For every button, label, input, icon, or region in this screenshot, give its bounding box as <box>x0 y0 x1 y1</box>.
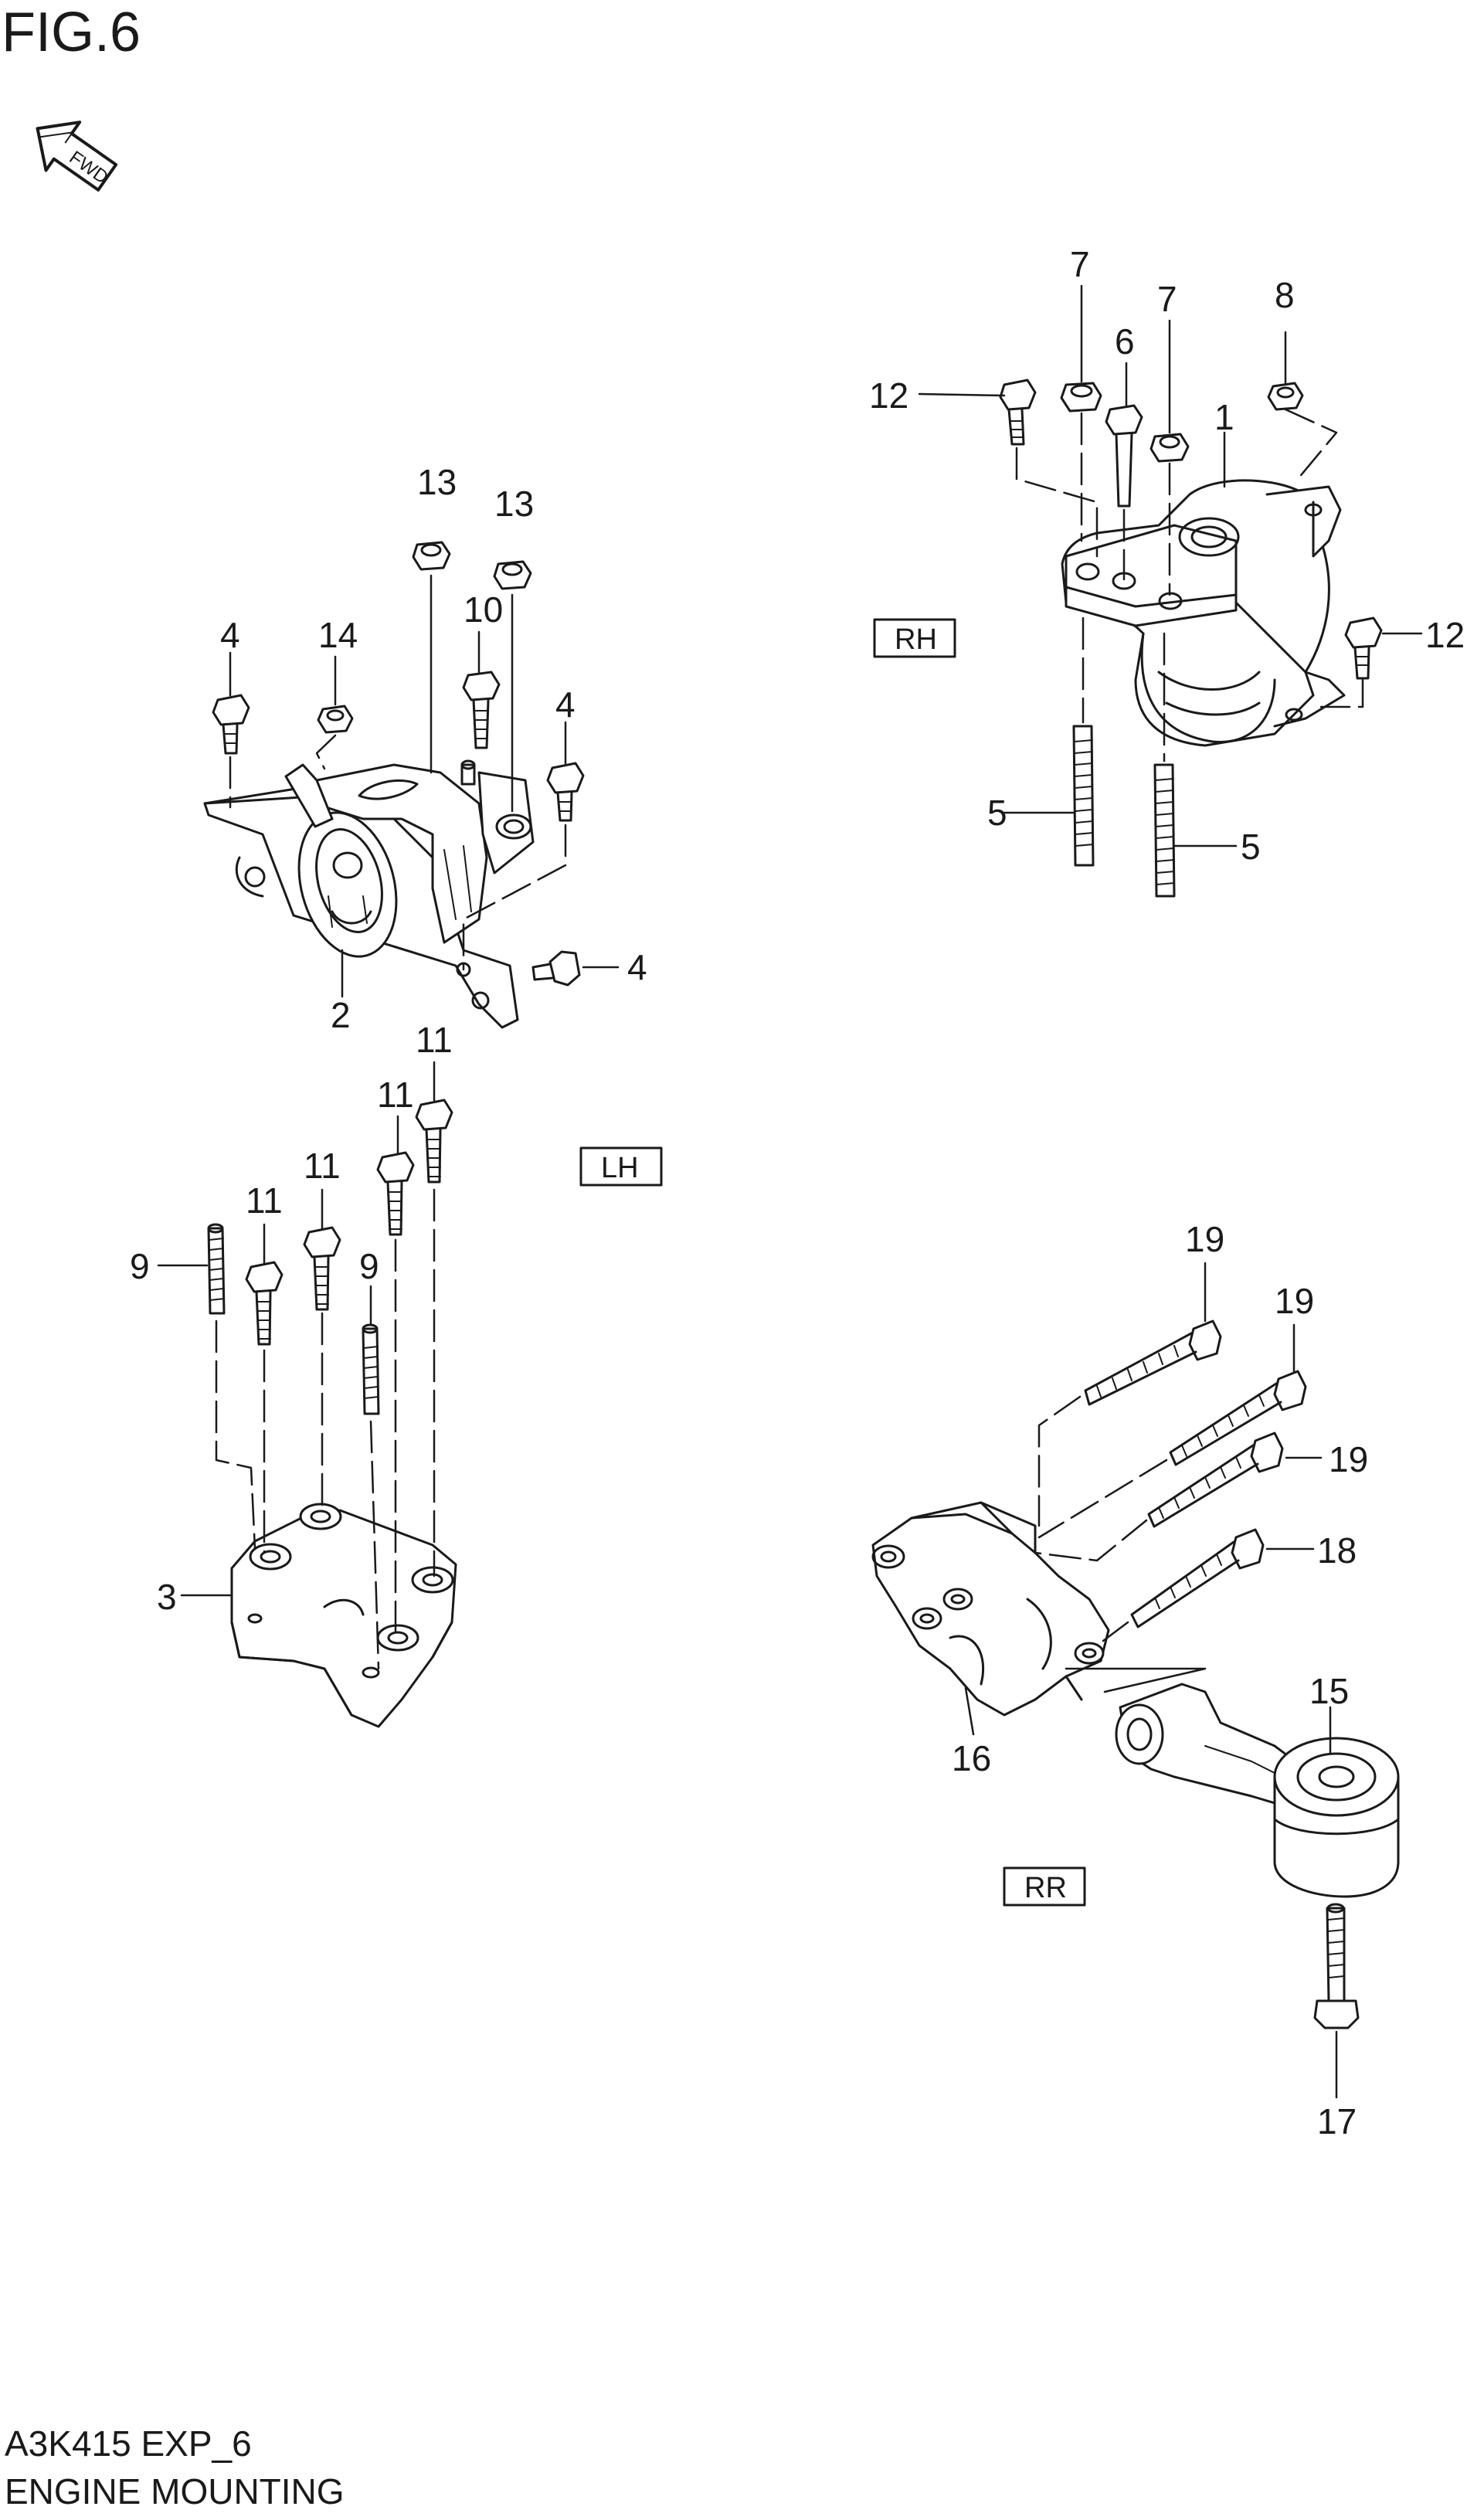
nut-7-right-icon <box>1149 433 1190 463</box>
callout-4b: 4 <box>555 684 576 725</box>
group-label-rh: RH <box>895 623 937 656</box>
callout-13b: 13 <box>494 484 534 524</box>
figure-title: FIG.6 <box>2 2 141 63</box>
callout-4c: 4 <box>627 947 647 987</box>
group-label-rr: RR <box>1024 1872 1067 1904</box>
lh-guide-lines <box>229 734 567 971</box>
group-labels: RH LH RR <box>601 623 1067 1904</box>
bolt-19-top-icon <box>1084 1319 1222 1406</box>
callout-19c: 19 <box>1329 1439 1368 1479</box>
nut-7-left-icon <box>1060 382 1102 413</box>
callout-18: 18 <box>1317 1530 1357 1571</box>
rh-guide-lines <box>1015 408 1364 762</box>
nut-13-left-icon <box>412 541 451 571</box>
lh-bracket-assembly <box>230 1503 457 1728</box>
rh-leader-lines <box>918 284 1423 847</box>
callout-15: 15 <box>1309 1671 1349 1711</box>
lh-bracket-leader-lines <box>157 1061 436 1597</box>
rr-mount-assembly <box>871 1501 1400 1898</box>
lh-mount-assembly <box>203 759 535 1029</box>
callout-4a: 4 <box>220 615 240 655</box>
nut-13-right-icon <box>493 560 532 590</box>
rr-leader-lines <box>964 1262 1338 2099</box>
bolt-12-right-icon <box>1344 616 1383 680</box>
rr-fasteners <box>964 1262 1360 2099</box>
bolt-19-mid-icon <box>1169 1370 1307 1466</box>
bolt-4-horizontal-icon <box>531 950 581 987</box>
callout-12b: 12 <box>1425 615 1465 655</box>
lh-fasteners <box>212 541 620 998</box>
rh-group-box <box>873 618 956 658</box>
bolt-4-top-icon <box>212 694 250 755</box>
bolt-11-c-icon <box>376 1151 415 1236</box>
callout-11b: 11 <box>304 1146 341 1186</box>
callout-1: 1 <box>1214 397 1234 437</box>
callout-3: 3 <box>157 1577 177 1617</box>
rh-fasteners <box>873 284 1423 898</box>
callout-2: 2 <box>331 995 351 1035</box>
callout-5a: 5 <box>987 793 1007 833</box>
callout-12a: 12 <box>869 375 908 416</box>
callout-19a: 19 <box>1185 1219 1224 1259</box>
rr-guide-lines <box>1034 1395 1168 1647</box>
callout-11d: 11 <box>416 1020 453 1060</box>
bolt-11-a-icon <box>245 1261 284 1346</box>
bolt-19-low-icon <box>1147 1432 1284 1528</box>
callout-labels: 1 2 3 4 4 4 5 5 6 7 7 8 9 9 10 11 11 11 … <box>130 244 1465 2141</box>
bolt-6-icon <box>1105 404 1143 508</box>
callout-5b: 5 <box>1241 827 1261 867</box>
figure-code: A3K415 EXP_6 <box>5 2423 252 2464</box>
callout-11a: 11 <box>246 1180 283 1221</box>
fwd-arrow-icon: FWD <box>36 121 118 192</box>
rh-mount-assembly <box>1061 479 1346 747</box>
bolt-11-d-icon <box>415 1099 453 1184</box>
callout-9b: 9 <box>359 1246 379 1286</box>
callout-6: 6 <box>1115 321 1135 362</box>
figure-caption: ENGINE MOUNTING <box>5 2471 345 2512</box>
stud-9-middle-icon <box>362 1323 380 1415</box>
stud-5-left-icon <box>1072 725 1095 867</box>
bolt-12-left-icon <box>999 379 1037 446</box>
lh-bracket-fasteners <box>157 1061 663 1670</box>
callout-19b: 19 <box>1275 1281 1314 1321</box>
group-label-lh: LH <box>601 1152 639 1184</box>
callout-7a: 7 <box>1070 244 1090 284</box>
stud-5-right-icon <box>1153 763 1176 898</box>
lh-bracket-guide-lines <box>215 1188 436 1670</box>
callout-9a: 9 <box>130 1246 150 1286</box>
callout-10: 10 <box>464 589 503 630</box>
callout-14: 14 <box>318 615 358 655</box>
bolt-4-right-icon <box>546 762 585 822</box>
callout-11c: 11 <box>377 1075 414 1115</box>
nut-14-icon <box>317 705 354 734</box>
lh-group-box <box>579 1146 663 1187</box>
callout-8: 8 <box>1275 275 1295 315</box>
lh-leader-lines <box>229 574 620 998</box>
callout-7b: 7 <box>1157 279 1177 319</box>
bolt-11-b-icon <box>303 1226 341 1311</box>
stud-9-left-icon <box>207 1223 226 1315</box>
rr-group-box <box>1003 1866 1086 1907</box>
bolt-18-icon <box>1130 1528 1265 1628</box>
callout-17: 17 <box>1317 2101 1357 2141</box>
callout-16: 16 <box>952 1738 991 1778</box>
bolt-10-icon <box>462 671 501 749</box>
callout-13a: 13 <box>417 462 457 502</box>
nut-8-icon <box>1267 382 1304 411</box>
bolt-17-icon <box>1313 1903 1360 2029</box>
